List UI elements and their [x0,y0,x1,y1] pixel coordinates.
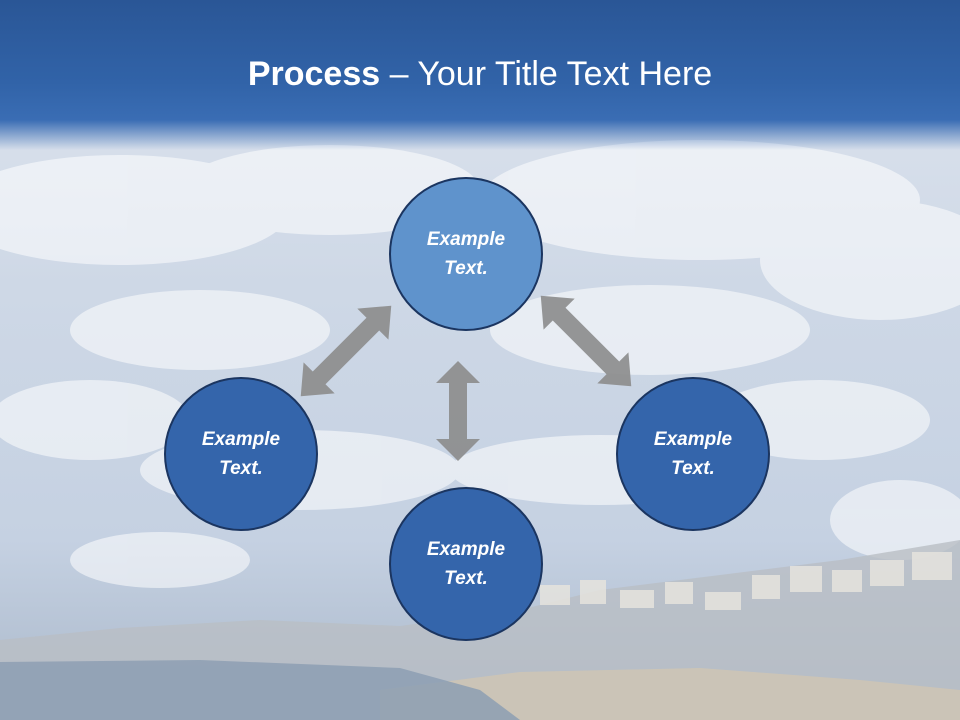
arrow-top-right [540,295,632,387]
title-bold: Process [247,55,381,93]
arrow-vertical [436,361,480,461]
arrow-top-left [300,305,392,397]
title-rest: – Your Title Text Here [380,55,713,93]
slide-title: Process – Your Title Text Here [0,52,960,96]
title-bar [0,0,960,150]
